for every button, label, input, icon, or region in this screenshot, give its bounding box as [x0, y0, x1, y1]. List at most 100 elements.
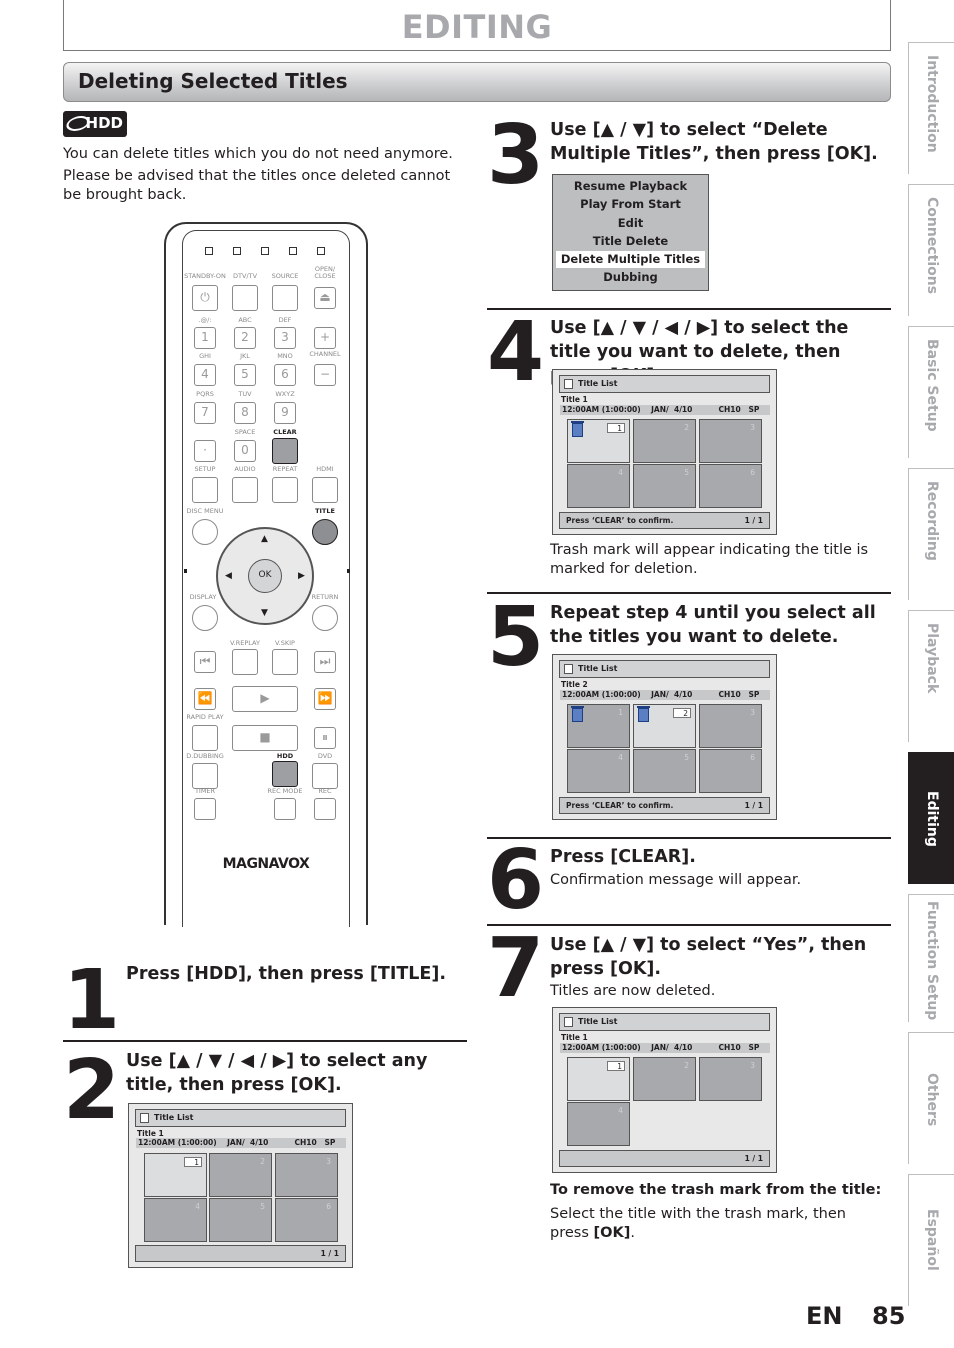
- label-channel: CHANNEL: [309, 350, 341, 358]
- key-3[interactable]: 3: [274, 327, 296, 349]
- step-3-heading: Use [▲ / ▼] to select “Delete Multiple T…: [550, 120, 878, 164]
- label-hdd: HDD: [276, 752, 294, 760]
- title-thumbnail[interactable]: 4: [567, 464, 630, 508]
- key-9[interactable]: 9: [274, 402, 296, 424]
- rapid-play-button[interactable]: [192, 725, 218, 751]
- tab-recording[interactable]: Recording: [908, 468, 954, 600]
- label-repeat: REPEAT: [272, 465, 298, 473]
- audio-button[interactable]: [232, 477, 258, 503]
- menu-item-resume-playback[interactable]: Resume Playback: [573, 179, 688, 193]
- label-setup: SETUP: [194, 465, 216, 473]
- tab-connections[interactable]: Connections: [908, 184, 954, 316]
- title-thumbnail[interactable]: 1: [567, 419, 630, 463]
- title-thumbnail[interactable]: 1: [567, 704, 630, 748]
- tab-espanol[interactable]: Español: [908, 1174, 954, 1306]
- menu-item-edit[interactable]: Edit: [617, 216, 644, 230]
- title-list-footer: Press ‘CLEAR’ to confirm.1 / 1: [559, 512, 770, 529]
- title-thumbnail[interactable]: 5: [633, 464, 696, 508]
- rec-mode-button[interactable]: [274, 798, 296, 820]
- key-8[interactable]: 8: [234, 402, 256, 424]
- key-7[interactable]: 7: [194, 402, 216, 424]
- channel-down-button[interactable]: −: [314, 364, 336, 386]
- page-number: 85: [872, 1302, 906, 1330]
- menu-item-play-from-start[interactable]: Play From Start: [580, 197, 681, 211]
- tab-function-setup[interactable]: Function Setup: [908, 894, 954, 1022]
- down-arrow-icon[interactable]: ▼: [261, 608, 268, 618]
- right-arrow-icon[interactable]: ▶: [298, 571, 305, 581]
- tab-others[interactable]: Others: [908, 1032, 954, 1164]
- step-6-number: 6: [487, 833, 544, 928]
- title-thumbnail[interactable]: 6: [699, 464, 762, 508]
- step-1-heading: Press [HDD], then press [TITLE].: [126, 964, 447, 984]
- title-thumbnail[interactable]: 3: [699, 704, 762, 748]
- title-thumbnail[interactable]: 6: [699, 749, 762, 793]
- title-thumbnail[interactable]: 5: [209, 1198, 272, 1242]
- title-info: 12:00AM (1:00:00) JAN/ 4/10 CH10 SP: [560, 690, 770, 700]
- v-replay-button[interactable]: [232, 649, 258, 675]
- left-arrow-icon[interactable]: ◀: [225, 571, 232, 581]
- repeat-button[interactable]: [272, 477, 298, 503]
- key-2[interactable]: 2: [234, 327, 256, 349]
- pause-button[interactable]: ⏸: [314, 727, 336, 749]
- source-button[interactable]: [272, 285, 298, 311]
- key-6[interactable]: 6: [274, 364, 296, 386]
- tab-playback[interactable]: Playback: [908, 610, 954, 742]
- key-0[interactable]: 0: [234, 440, 256, 462]
- title-thumbnail[interactable]: 1: [567, 1057, 630, 1101]
- return-button[interactable]: [312, 605, 338, 631]
- title-thumbnail[interactable]: 4: [144, 1198, 207, 1242]
- menu-item-dubbing[interactable]: Dubbing: [603, 270, 658, 284]
- title-thumbnail[interactable]: 5: [633, 749, 696, 793]
- open-close-button[interactable]: ⏏: [314, 287, 336, 309]
- title-name: Title 1: [561, 1033, 588, 1042]
- dtv-tv-button[interactable]: [232, 285, 258, 311]
- skip-back-button[interactable]: ⏮: [194, 651, 216, 673]
- play-button[interactable]: ▶: [232, 686, 298, 712]
- key-5[interactable]: 5: [234, 364, 256, 386]
- title-thumbnail[interactable]: 4: [567, 1102, 630, 1146]
- disc-menu-button[interactable]: [192, 519, 218, 545]
- stop-button[interactable]: ■: [232, 725, 298, 751]
- rec-button[interactable]: [314, 798, 336, 820]
- hdd-button[interactable]: [272, 761, 298, 787]
- display-button[interactable]: [192, 605, 218, 631]
- remote-led: [205, 247, 213, 255]
- key-1[interactable]: 1: [194, 327, 216, 349]
- title-thumbnail[interactable]: 1: [144, 1153, 207, 1197]
- clear-button[interactable]: [272, 438, 298, 464]
- fast-forward-button[interactable]: ⏩: [314, 688, 336, 710]
- title-thumbnail[interactable]: 6: [275, 1198, 338, 1242]
- title-thumbnail[interactable]: 2: [633, 704, 696, 748]
- title-thumbnail[interactable]: 2: [633, 419, 696, 463]
- v-skip-button[interactable]: [272, 649, 298, 675]
- title-button[interactable]: [312, 519, 338, 545]
- hdmi-button[interactable]: [312, 477, 338, 503]
- tab-introduction[interactable]: Introduction: [908, 42, 954, 174]
- footer-language: EN: [806, 1302, 843, 1330]
- title-thumbnail[interactable]: 4: [567, 749, 630, 793]
- label-abc: ABC: [238, 316, 252, 324]
- up-arrow-icon[interactable]: ▲: [261, 534, 268, 544]
- title-thumbnail[interactable]: 3: [275, 1153, 338, 1197]
- remote-brand: MAGNAVOX: [222, 856, 310, 872]
- title-thumbnail[interactable]: 2: [209, 1153, 272, 1197]
- title-thumbnail[interactable]: 2: [633, 1057, 696, 1101]
- skip-forward-button[interactable]: ⏭: [314, 651, 336, 673]
- menu-item-title-delete[interactable]: Title Delete: [592, 234, 669, 248]
- key-4[interactable]: 4: [194, 364, 216, 386]
- title-thumbnail[interactable]: 3: [699, 1057, 762, 1101]
- key-dot[interactable]: ·: [194, 440, 216, 462]
- d-dubbing-button[interactable]: [192, 763, 218, 789]
- direction-pad[interactable]: ▲ ▼ ◀ ▶ OK: [216, 527, 314, 625]
- tab-basic-setup[interactable]: Basic Setup: [908, 326, 954, 458]
- ok-button[interactable]: OK: [248, 559, 282, 593]
- tab-editing[interactable]: Editing: [908, 752, 954, 884]
- title-thumbnail[interactable]: 3: [699, 419, 762, 463]
- rewind-button[interactable]: ⏪: [194, 688, 216, 710]
- dvd-button[interactable]: [312, 763, 338, 789]
- setup-button[interactable]: [192, 477, 218, 503]
- channel-up-button[interactable]: +: [314, 327, 336, 349]
- menu-item-delete-multiple-titles[interactable]: Delete Multiple Titles: [556, 251, 705, 268]
- timer-button[interactable]: [194, 798, 216, 820]
- standby-button[interactable]: ⏻: [192, 285, 218, 311]
